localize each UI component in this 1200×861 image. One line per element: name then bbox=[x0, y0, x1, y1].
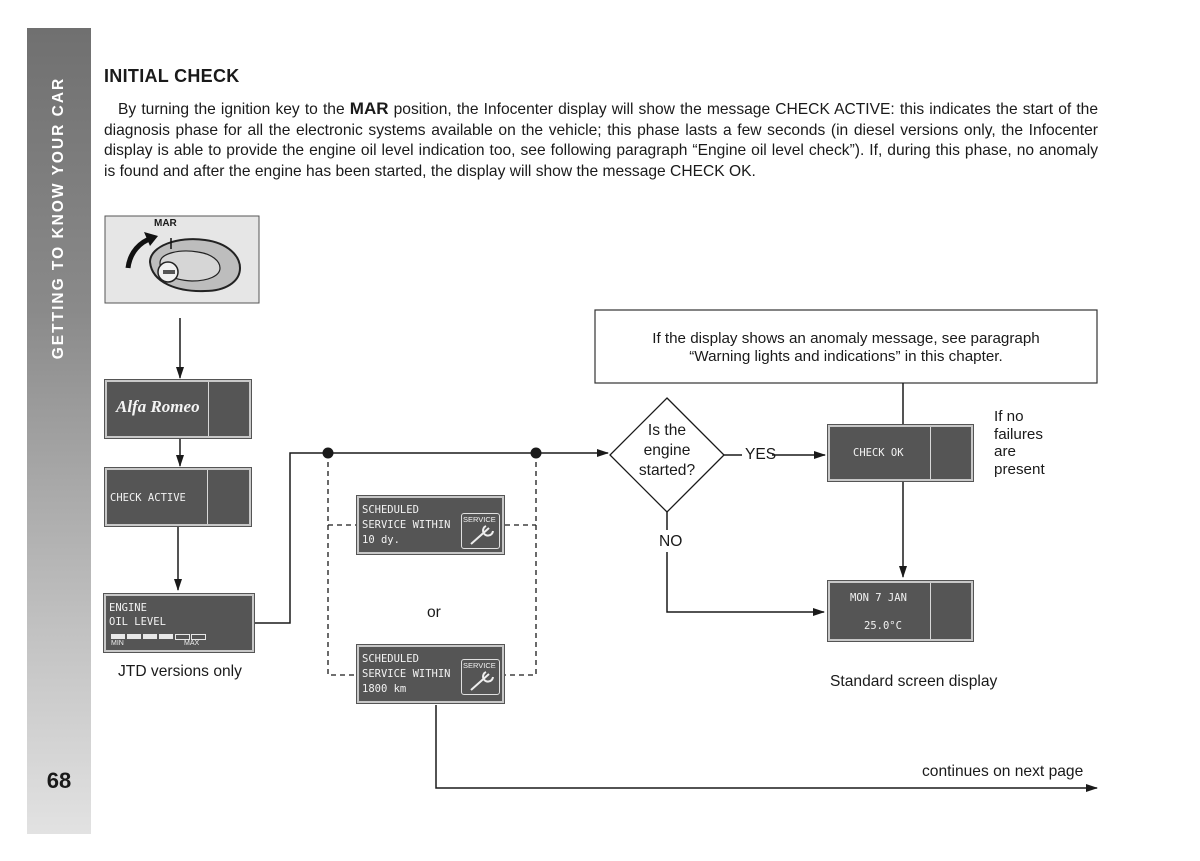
service-km-display: SCHEDULED SERVICE WITHIN 1800 km SERVICE bbox=[356, 644, 505, 704]
oil-level-display: ENGINE OIL LEVEL MIN MAX bbox=[103, 593, 255, 653]
wrench-icon: SERVICE bbox=[461, 659, 500, 695]
paragraph-bold-term: MAR bbox=[349, 99, 389, 118]
jtd-caption: JTD versions only bbox=[118, 663, 242, 680]
intro-paragraph: By turning the ignition key to the MAR p… bbox=[104, 99, 1098, 182]
paragraph-rest: position, the Infocenter display will sh… bbox=[104, 101, 1098, 180]
or-label: or bbox=[427, 604, 441, 621]
oil-level-bar bbox=[111, 634, 206, 640]
section-heading: INITIAL CHECK bbox=[104, 66, 240, 86]
anomaly-note: If the display shows an anomaly message,… bbox=[652, 330, 1040, 365]
arrow-to-decision bbox=[254, 449, 609, 624]
brand-logo: Alfa Romeo bbox=[116, 397, 200, 416]
arrow-no bbox=[666, 552, 825, 616]
wrench-icon: SERVICE bbox=[461, 513, 500, 549]
standard-screen-display: MON 7 JAN 25.0°C bbox=[827, 580, 974, 642]
continues-label: continues on next page bbox=[922, 763, 1084, 780]
no-label: NO bbox=[659, 533, 683, 550]
logo-display: Alfa Romeo bbox=[104, 379, 252, 439]
check-ok-display: CHECK OK bbox=[827, 424, 974, 482]
mar-position-label: MAR bbox=[154, 218, 177, 229]
paragraph-lead: By turning the ignition key to the bbox=[118, 101, 350, 118]
decision-text: Is the engine started? bbox=[638, 422, 696, 479]
standard-caption: Standard screen display bbox=[830, 673, 998, 690]
no-failures-note: If no failures are present bbox=[994, 408, 1045, 478]
arrow-continues bbox=[435, 705, 1098, 792]
anomaly-note-box bbox=[594, 309, 1098, 384]
side-tab bbox=[27, 28, 91, 834]
yes-label: YES bbox=[745, 446, 777, 463]
service-days-display: SCHEDULED SERVICE WITHIN 10 dy. SERVICE bbox=[356, 495, 505, 555]
page-number: 68 bbox=[46, 768, 72, 793]
check-active-display: CHECK ACTIVE bbox=[104, 467, 252, 527]
